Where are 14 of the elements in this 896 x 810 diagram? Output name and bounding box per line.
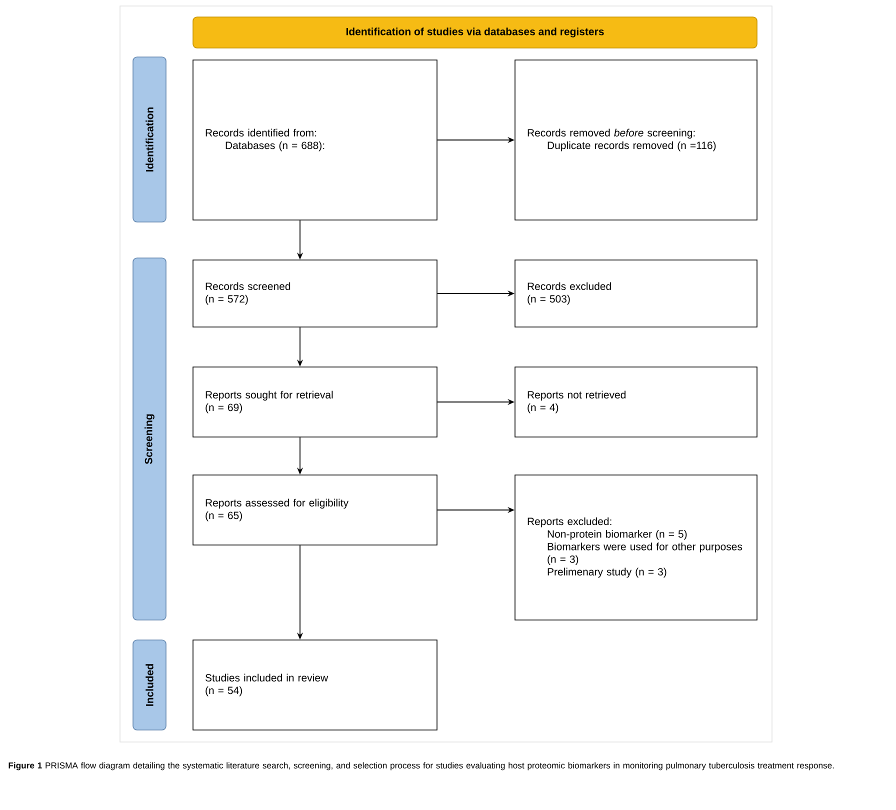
- section-header-band: Identification of studies via databases and registers: [192, 16, 758, 48]
- process-box: Studies included in review (n = 54): [192, 640, 438, 730]
- process-box: Reports sought for retrieval (n = 69): [192, 366, 438, 438]
- process-box: Reports not retrieved (n = 4): [514, 366, 758, 438]
- process-box: Records screened (n = 572): [192, 260, 438, 328]
- process-box: Reports assessed for eligibility (n = 65): [192, 474, 438, 546]
- process-box: Records identified from: Databases (n = 688):: [192, 60, 438, 220]
- process-box: Reports excluded: Non-protein biomarker (n = 5) Biomarkers were used for other purposes (n = 3) Prelimenary study (n = 3): [514, 474, 758, 620]
- phase-label-band: Identification: [132, 56, 166, 222]
- process-box: Records excluded (n = 503): [514, 260, 758, 328]
- phase-label-band: Included: [132, 640, 166, 730]
- figure-caption: Figure 1 PRISMA flow diagram detailing the systematic literature search, screening, and selection process for studies evaluating host proteomic biomarkers in monitoring pulmonary tuberculosis treatment response.: [8, 762, 834, 770]
- phase-label-band: Screening: [132, 258, 166, 620]
- process-box: Records removed before screening: Duplicate records removed (n =116): [514, 60, 758, 220]
